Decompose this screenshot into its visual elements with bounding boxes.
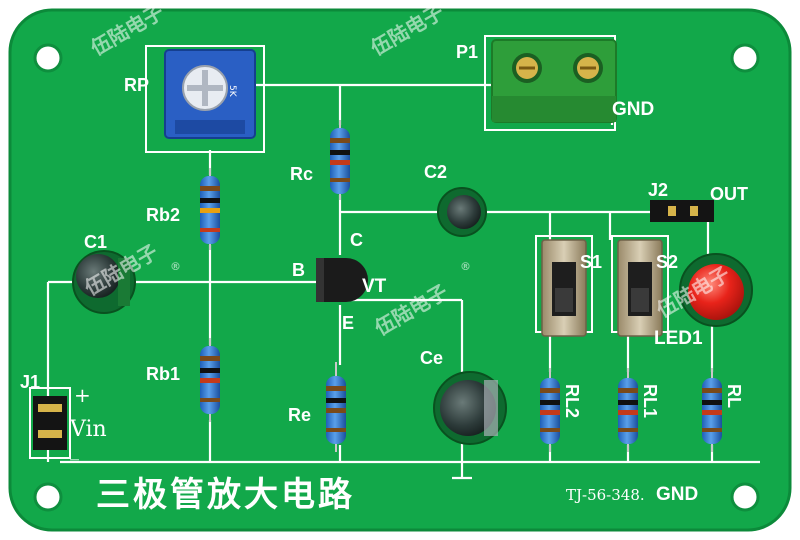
slide-switch-s2[interactable] (617, 239, 663, 337)
label-ce: Ce (420, 348, 443, 368)
label-j1: J1 (20, 372, 40, 392)
label-re: Re (288, 405, 311, 425)
label-out: OUT (710, 184, 748, 204)
pin-header-j1[interactable] (33, 396, 67, 450)
label-c: C (350, 230, 363, 250)
transistor-vt (316, 258, 368, 302)
label-s1: S1 (580, 252, 602, 272)
label-rc: Rc (290, 164, 313, 184)
label-rl1: RL1 (640, 384, 660, 418)
watermark-mark: ® (460, 260, 471, 273)
watermark-mark: ® (170, 260, 181, 273)
label-vt: VT (362, 276, 387, 297)
label-minus: _ (70, 440, 79, 461)
terminal-block-p1[interactable] (491, 39, 617, 123)
label-c1: C1 (84, 232, 107, 252)
label-rb1: Rb1 (146, 364, 180, 384)
svg-text:5K: 5K (227, 85, 237, 98)
resistor-rl1 (618, 368, 638, 452)
label-vin: Vin (69, 417, 107, 442)
resistor-rb1 (200, 338, 220, 422)
capacitor-ce (433, 371, 507, 445)
potentiometer-rp[interactable]: 5K (164, 49, 256, 139)
silkscreen-labels: RP P1 GND Rc C2 J2 OUT C1 Rb2 C B VT E S… (20, 42, 748, 515)
label-c2: C2 (424, 162, 447, 182)
label-gnd-bottom: GND (656, 484, 698, 505)
slide-switch-s1[interactable] (541, 239, 587, 337)
label-rb2: Rb2 (146, 205, 180, 225)
label-b: B (292, 260, 305, 280)
resistor-rb2 (200, 168, 220, 250)
label-e: E (342, 313, 354, 333)
pin-header-j2[interactable] (650, 200, 714, 222)
label-p1: P1 (456, 42, 478, 62)
label-gnd-top: GND (612, 99, 654, 120)
label-rl2: RL2 (562, 384, 582, 418)
resistor-rl (702, 368, 722, 452)
resistor-rc (330, 120, 350, 200)
board-model: TJ-56-348. (566, 486, 645, 504)
capacitor-c2 (437, 187, 487, 237)
label-led1: LED1 (654, 328, 703, 349)
board-title: 三极管放大电路 (96, 475, 355, 515)
label-rp: RP (124, 75, 149, 95)
capacitor-c1 (72, 250, 136, 314)
label-plus: + (74, 383, 91, 407)
label-j2: J2 (648, 180, 668, 200)
led1 (679, 253, 753, 327)
resistor-rl2 (540, 368, 560, 452)
label-rl: RL (724, 384, 744, 408)
label-s2: S2 (656, 252, 678, 272)
mounting-holes (33, 43, 760, 512)
resistor-re (326, 362, 346, 452)
